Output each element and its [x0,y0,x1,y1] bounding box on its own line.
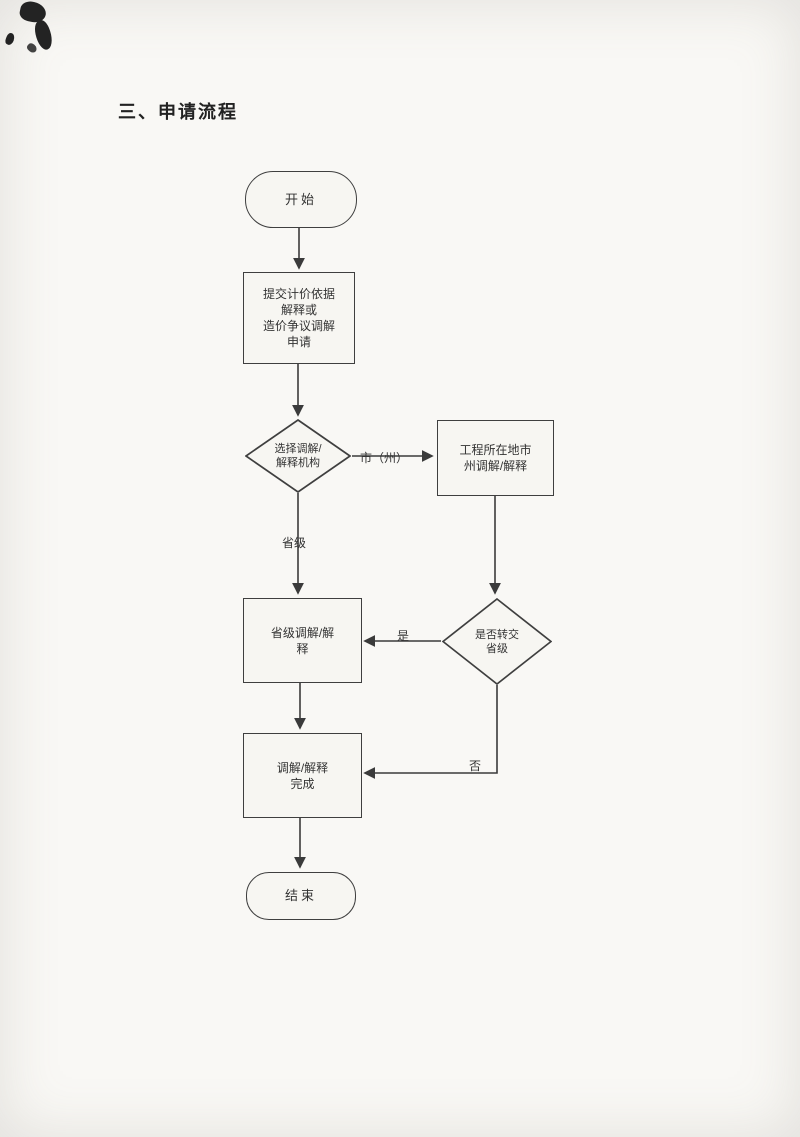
node-provincial-line: 省级调解/解 [270,625,335,640]
edge-label-provincial-branch: 省级 [282,536,307,550]
node-transfer-line: 省级 [486,642,508,655]
node-provincial-line: 释 [296,641,309,656]
node-city-line: 工程所在地市 [459,443,532,457]
node-choose-line: 解释机构 [276,457,320,469]
edge-transfer-no-to-complete [363,685,498,779]
edge-label-no: 否 [469,759,482,773]
node-start-label: 开始 [284,191,317,207]
node-choose-line: 选择调解/ [274,443,322,455]
diamond-shape [245,419,351,493]
node-end-label: 结束 [284,888,317,903]
node-choose-agency-decision: 选择调解/ 解释机构 [245,419,351,493]
node-complete: 调解/解释 完成 [243,733,362,818]
node-submit-line: 解释或 [280,303,317,317]
edge-label-yes: 是 [397,629,410,643]
node-submit-line: 提交计价依据 [262,287,335,301]
node-provincial-mediation: 省级调解/解 释 [243,598,362,683]
node-city-line: 州调解/解释 [463,459,528,473]
node-submit-line: 申请 [286,335,311,349]
node-submit-application: 提交计价依据 解释或 造价争议调解 申请 [243,272,355,364]
section-title: 三、申请流程 [118,102,238,122]
node-transfer-line: 是否转交 [475,628,519,641]
node-complete-line: 完成 [290,776,315,791]
node-start: 开始 [245,171,357,228]
node-city-mediation: 工程所在地市 州调解/解释 [437,420,554,496]
edge-label-city-branch: 市（州） [360,451,409,465]
node-end: 结束 [246,872,356,920]
node-submit-line: 造价争议调解 [262,319,335,333]
diamond-shape [442,598,552,685]
node-complete-line: 调解/解释 [276,760,329,775]
node-transfer-decision: 是否转交 省级 [442,598,552,685]
